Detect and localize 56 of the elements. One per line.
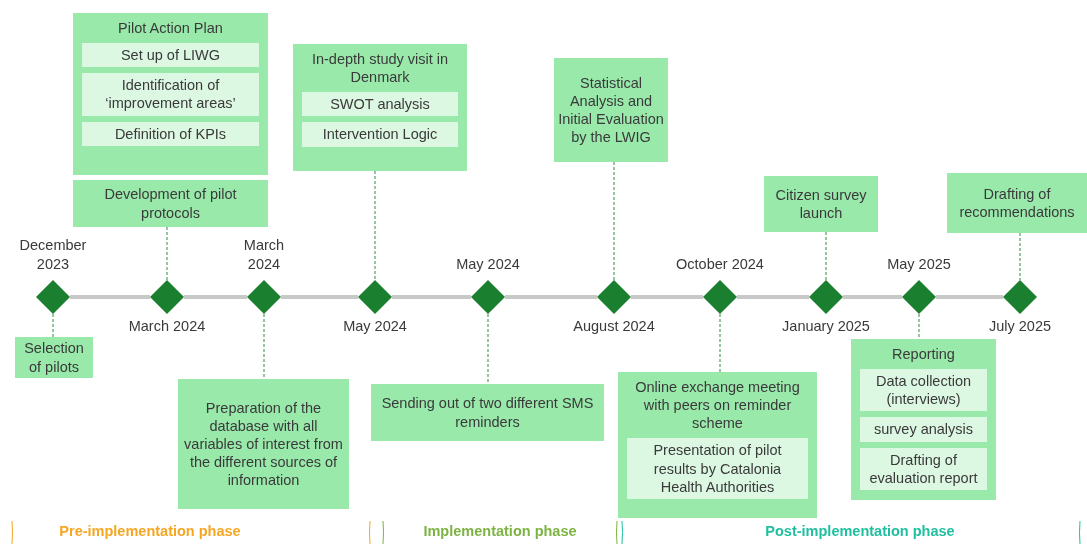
phase-label: Implementation phase: [423, 523, 577, 539]
timeline-segment: [737, 295, 809, 299]
sub-task-box: Data collection (interviews): [860, 369, 987, 412]
timeline-segment: [505, 295, 597, 299]
group-heading: Pilot Action Plan: [117, 19, 224, 38]
leader-line: [374, 170, 376, 281]
activity-box: Drafting of recommendations: [947, 173, 1087, 233]
activity-box: Statistical Analysis and Initial Evaluation by the LWIG: [554, 58, 668, 162]
timeline-segment: [281, 295, 358, 299]
leader-line: [263, 313, 265, 380]
leader-line: [1019, 232, 1021, 281]
group-heading: Reporting: [891, 345, 956, 364]
sub-task-box: Intervention Logic: [302, 122, 458, 147]
timeline-segment: [184, 295, 247, 299]
activity-box: Sending out of two different SMS reminders: [371, 384, 604, 441]
sub-task-box: Identification of ‘improvement areas’: [82, 73, 259, 116]
activity-group-box: [618, 372, 817, 518]
date-label: January 2025: [781, 317, 871, 336]
sub-task-box: survey analysis: [860, 417, 987, 442]
activity-box: Citizen survey launch: [764, 176, 878, 232]
group-heading: In-depth study visit in Denmark: [310, 50, 450, 87]
leader-line: [918, 313, 920, 340]
activity-group-box: [73, 13, 268, 175]
leader-line: [825, 231, 827, 281]
date-label: October 2024: [675, 255, 765, 274]
date-label: August 2024: [572, 317, 656, 336]
phase-label: Post-implementation phase: [765, 523, 955, 539]
timeline-segment: [936, 295, 1003, 299]
sub-task-box: Set up of LIWG: [82, 43, 259, 68]
leader-line: [719, 313, 721, 373]
timeline-segment: [631, 295, 703, 299]
sub-task-box: Definition of KPIs: [82, 121, 259, 146]
leader-line: [52, 313, 54, 338]
timeline-segment: [70, 295, 150, 299]
sub-task-box: SWOT analysis: [302, 92, 458, 117]
timeline-segment: [843, 295, 902, 299]
activity-group-box: [851, 339, 996, 500]
sub-task-box: Drafting of evaluation report: [860, 447, 987, 490]
phase-label: Pre-implementation phase: [59, 523, 241, 539]
sub-task-box: Presentation of pilot results by Catalonia Health Authorities: [627, 438, 808, 499]
date-label: December 2023: [18, 236, 88, 274]
date-label: July 2025: [987, 317, 1053, 336]
date-label: March 2024: [242, 236, 286, 274]
date-label: March 2024: [127, 317, 207, 336]
date-label: May 2024: [342, 317, 408, 336]
leader-line: [613, 161, 615, 281]
group-heading: Online exchange meeting with peers on reminder scheme: [634, 378, 801, 433]
activity-group-box: [293, 44, 467, 171]
leader-line: [166, 226, 168, 281]
date-label: May 2025: [886, 255, 952, 274]
leader-line: [487, 313, 489, 385]
date-label: May 2024: [455, 255, 521, 274]
activity-box: Development of pilot protocols: [73, 180, 268, 227]
activity-box: Preparation of the database with all variables of interest from the different sources of information: [178, 379, 349, 509]
timeline-segment: [392, 295, 471, 299]
activity-box: Selection of pilots: [15, 337, 93, 378]
